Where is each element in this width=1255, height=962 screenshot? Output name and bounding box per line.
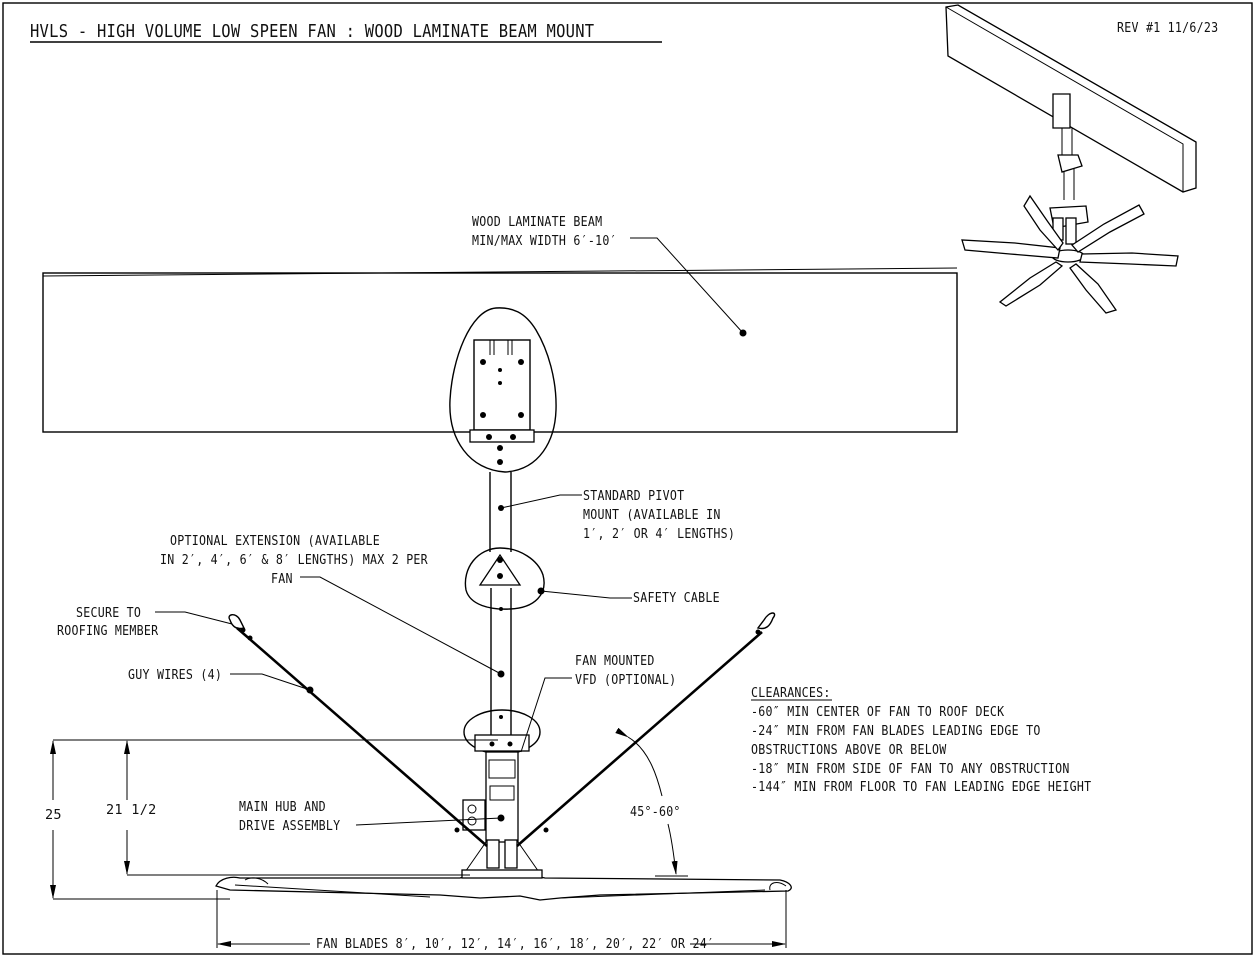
svg-text:-24″ MIN FROM FAN BLADES LEADI: -24″ MIN FROM FAN BLADES LEADING EDGE TO	[751, 722, 1041, 738]
svg-text:SAFETY CABLE: SAFETY CABLE	[633, 589, 720, 605]
clearances-heading: CLEARANCES:	[751, 684, 831, 700]
secure-callout: SECURE TO ROOFING MEMBER	[57, 604, 233, 638]
svg-text:1′, 2′ OR 4′ LENGTHS): 1′, 2′ OR 4′ LENGTHS)	[583, 525, 735, 541]
wood-laminate-beam	[42, 267, 958, 433]
svg-text:-144″ MIN FROM FLOOR TO FAN LE: -144″ MIN FROM FLOOR TO FAN LEADING EDGE…	[751, 778, 1091, 794]
svg-text:OPTIONAL EXTENSION (AVAILABLE: OPTIONAL EXTENSION (AVAILABLE	[170, 532, 380, 548]
isometric-view	[945, 4, 1197, 314]
beam-callout: WOOD LAMINATE BEAM MIN/MAX WIDTH 6′-10′	[472, 213, 747, 337]
drawing-title: HVLS - HIGH VOLUME LOW SPEEN FAN : WOOD …	[30, 20, 594, 41]
dimension-lines: 25 21 1/2 FAN BLADES 8′, 10′, 12′, 14′, …	[45, 739, 787, 951]
blade-span-dimension: FAN BLADES 8′, 10′, 12′, 14′, 16′, 18′, …	[316, 935, 714, 951]
svg-text:MIN/MAX WIDTH 6′-10′: MIN/MAX WIDTH 6′-10′	[472, 232, 617, 248]
safety-cable-callout: SAFETY CABLE	[540, 589, 720, 605]
revision-label: REV #1 11/6/23	[1117, 19, 1218, 35]
svg-text:FAN: FAN	[271, 570, 293, 586]
hub-callout: MAIN HUB AND DRIVE ASSEMBLY	[239, 798, 502, 833]
vfd-callout: FAN MOUNTED VFD (OPTIONAL)	[520, 652, 676, 753]
hub-height-dimension: 21 1/2	[106, 802, 157, 818]
angle-annotation: 45°-60°	[615, 727, 688, 877]
svg-text:SECURE TO: SECURE TO	[76, 604, 141, 620]
svg-text:GUY WIRES (4): GUY WIRES (4)	[128, 666, 222, 682]
iso-pivot-plate	[1052, 93, 1071, 129]
svg-text:MAIN HUB AND: MAIN HUB AND	[239, 798, 326, 814]
upper-coupling	[464, 547, 545, 610]
extension-callout: OPTIONAL EXTENSION (AVAILABLE IN 2′, 4′,…	[160, 532, 502, 675]
guy-wires	[228, 612, 776, 847]
svg-text:STANDARD PIVOT: STANDARD PIVOT	[583, 487, 685, 503]
fan-blades-side	[215, 869, 792, 901]
extension-pipe	[490, 588, 512, 735]
overall-height-dimension: 25	[45, 807, 62, 823]
lower-coupling	[463, 709, 541, 755]
iso-fan-blades	[961, 194, 1179, 314]
svg-text:-60″ MIN CENTER OF FAN TO ROOF: -60″ MIN CENTER OF FAN TO ROOF DECK	[751, 703, 1005, 719]
guy-wires-callout: GUY WIRES (4)	[128, 666, 311, 691]
clearances-notes: CLEARANCES: -60″ MIN CENTER OF FAN TO RO…	[751, 684, 1091, 794]
svg-text:ROOFING MEMBER: ROOFING MEMBER	[57, 622, 159, 638]
drive-assembly	[462, 751, 542, 876]
svg-text:WOOD LAMINATE BEAM: WOOD LAMINATE BEAM	[472, 213, 602, 229]
svg-text:MOUNT (AVAILABLE IN: MOUNT (AVAILABLE IN	[583, 506, 721, 522]
svg-text:IN 2′, 4′, 6′ & 8′ LENGTHS) MA: IN 2′, 4′, 6′ & 8′ LENGTHS) MAX 2 PER	[160, 551, 428, 567]
svg-text:OBSTRUCTIONS ABOVE OR BELOW: OBSTRUCTIONS ABOVE OR BELOW	[751, 741, 947, 757]
pivot-callout: STANDARD PIVOT MOUNT (AVAILABLE IN 1′, 2…	[500, 487, 735, 541]
svg-text:FAN MOUNTED: FAN MOUNTED	[575, 652, 655, 668]
svg-text:DRIVE ASSEMBLY: DRIVE ASSEMBLY	[239, 817, 341, 833]
svg-text:-18″ MIN FROM SIDE OF FAN TO A: -18″ MIN FROM SIDE OF FAN TO ANY OBSTRUC…	[751, 760, 1070, 776]
pivot-mount-pipe	[489, 472, 512, 552]
beam-mount-bracket	[449, 307, 557, 473]
svg-text:45°-60°: 45°-60°	[630, 803, 681, 819]
svg-text:VFD (OPTIONAL): VFD (OPTIONAL)	[575, 671, 676, 687]
